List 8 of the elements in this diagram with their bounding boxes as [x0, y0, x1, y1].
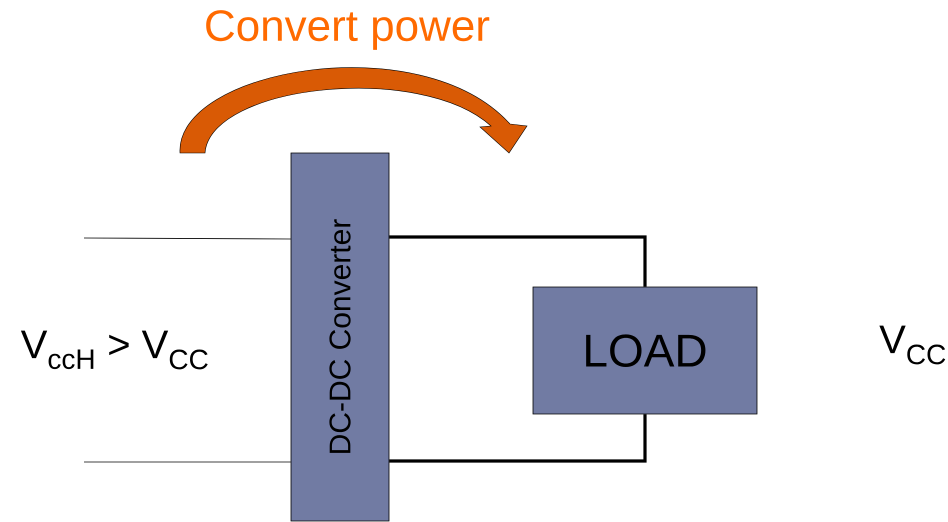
voltage-label: V$_{ccH}$ > V$_{CC}$ — [20, 330, 208, 370]
wire — [389, 414, 647, 463]
wire — [389, 235, 647, 287]
load-box: LOAD — [532, 286, 758, 414]
voltage-label: V$_{CC}$ — [879, 326, 946, 364]
input-line — [84, 238, 291, 240]
converter-box: DC-DC Converter — [290, 152, 390, 522]
annotation-text: Convert power — [206, 10, 490, 50]
